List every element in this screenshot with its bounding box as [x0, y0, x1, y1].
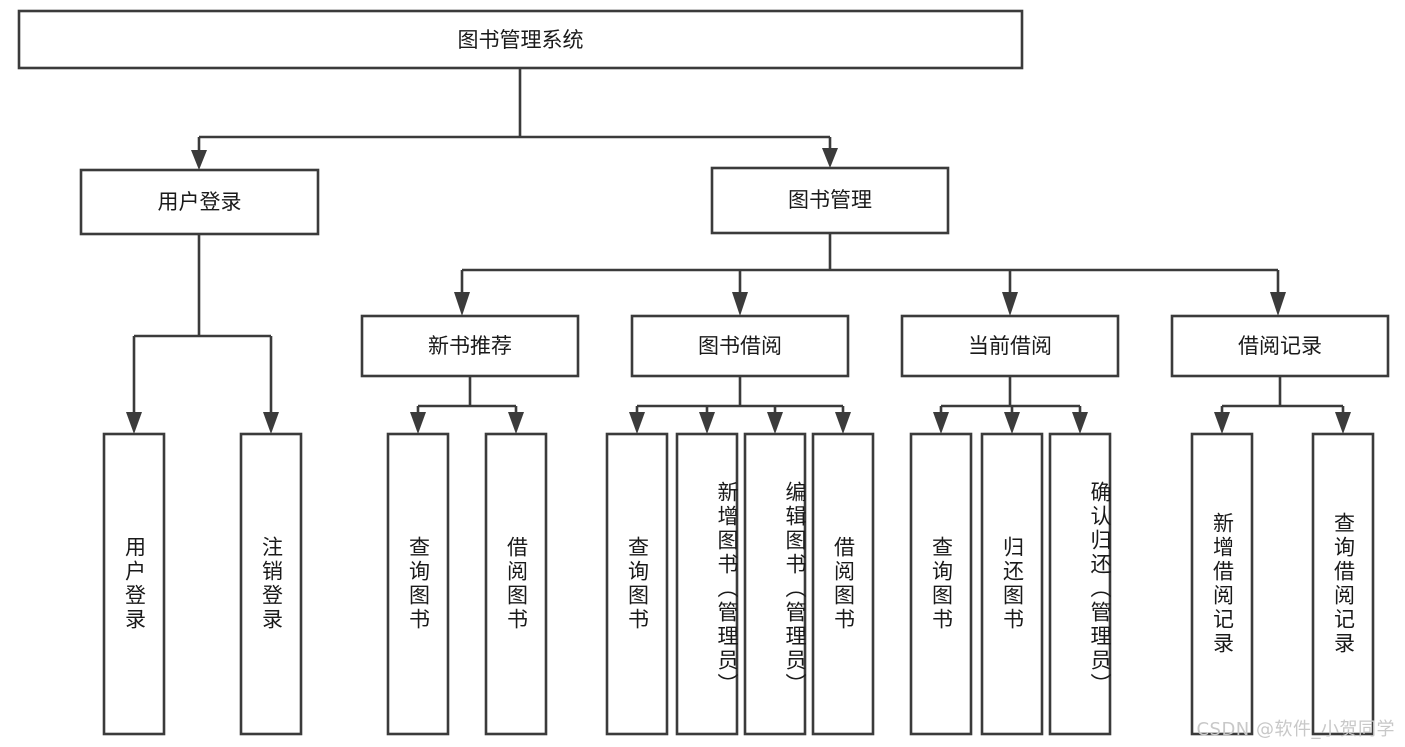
- node-box-leaf-borrow-book-1[interactable]: [484, 432, 548, 736]
- arrowhead-leaf-query-record: [1335, 412, 1351, 434]
- node-box-leaf-return-book[interactable]: [980, 432, 1044, 736]
- node-box-leaf-add-book[interactable]: [675, 432, 739, 736]
- arrowhead-leaf-borrow-book-1: [508, 412, 524, 434]
- arrowhead-book-manage: [822, 148, 838, 168]
- node-box-leaf-user-login[interactable]: [102, 432, 166, 736]
- node-box-user-login[interactable]: [79, 168, 320, 236]
- node-box-leaf-query-book-2[interactable]: [605, 432, 669, 736]
- node-box-leaf-add-record[interactable]: [1190, 432, 1254, 736]
- arrowhead-book-borrow: [732, 292, 748, 316]
- node-box-book-manage[interactable]: [710, 166, 950, 235]
- node-label-user-login: 用户登录: [158, 190, 242, 214]
- arrowhead-leaf-logout: [263, 412, 279, 434]
- arrowhead-leaf-user-login: [126, 412, 142, 434]
- arrowhead-new-book-rec: [454, 292, 470, 316]
- arrowhead-leaf-query-book-1: [410, 412, 426, 434]
- node-box-borrow-record[interactable]: [1170, 314, 1390, 378]
- arrowhead-leaf-add-record: [1214, 412, 1230, 434]
- node-box-leaf-logout[interactable]: [239, 432, 303, 736]
- arrowhead-current-borrow: [1002, 292, 1018, 316]
- arrowhead-leaf-edit-book: [767, 412, 783, 434]
- node-box-book-borrow[interactable]: [630, 314, 850, 378]
- node-label-new-book-rec: 新书推荐: [428, 334, 512, 358]
- node-box-leaf-query-book-1[interactable]: [386, 432, 450, 736]
- node-box-leaf-query-record[interactable]: [1311, 432, 1375, 736]
- node-box-leaf-borrow-book-2[interactable]: [811, 432, 875, 736]
- arrowhead-leaf-return-book: [1004, 412, 1020, 434]
- node-box-new-book-rec[interactable]: [360, 314, 580, 378]
- arrowhead-leaf-query-book-3: [933, 412, 949, 434]
- arrowhead-leaf-add-book: [699, 412, 715, 434]
- arrowhead-user-login: [191, 150, 207, 170]
- watermark-text: CSDN @软件_小贺同学: [1196, 719, 1395, 740]
- node-box-current-borrow[interactable]: [900, 314, 1120, 378]
- arrowhead-leaf-borrow-book-2: [835, 412, 851, 434]
- node-layer: 图书管理系统 用户登录 图书管理 新书推荐 图书借阅 当前借阅 借阅记录: [17, 9, 1390, 736]
- connector-layer: [126, 68, 1351, 434]
- node-label-borrow-record: 借阅记录: [1238, 334, 1322, 358]
- node-box-leaf-query-book-3[interactable]: [909, 432, 973, 736]
- node-box-leaf-edit-book[interactable]: [743, 432, 807, 736]
- arrowhead-leaf-confirm-return: [1072, 412, 1088, 434]
- node-label-root: 图书管理系统: [458, 28, 584, 52]
- node-label-book-borrow: 图书借阅: [698, 334, 782, 358]
- arrowhead-borrow-record: [1270, 292, 1286, 316]
- arrowhead-leaf-query-book-2: [629, 412, 645, 434]
- node-box-root[interactable]: [17, 9, 1024, 70]
- node-box-leaf-confirm-return[interactable]: [1048, 432, 1112, 736]
- node-label-current-borrow: 当前借阅: [968, 334, 1052, 358]
- node-label-book-manage: 图书管理: [788, 188, 872, 212]
